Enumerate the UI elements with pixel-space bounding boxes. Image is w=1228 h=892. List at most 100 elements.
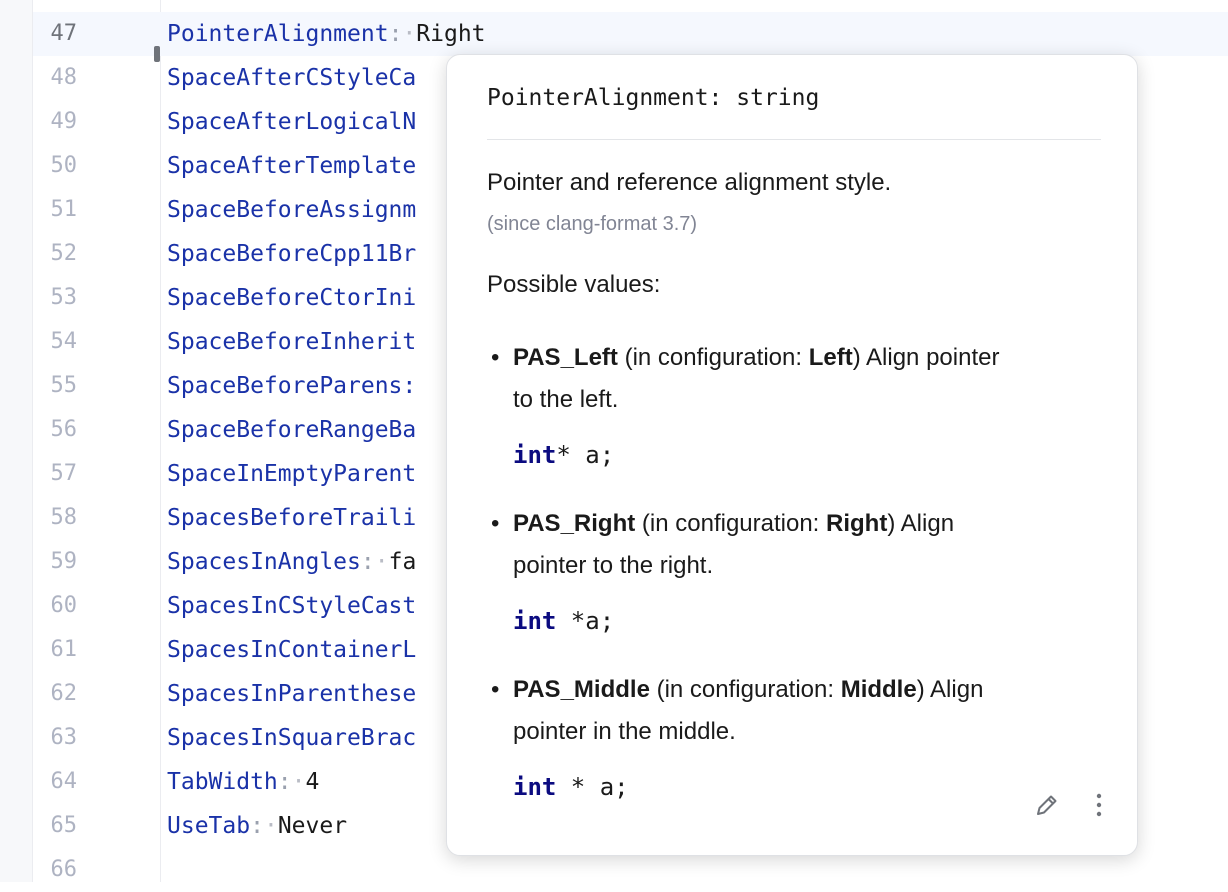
code-line[interactable]: 66: [0, 848, 1228, 892]
value-item-pas-middle: • PAS_Middle (in configuration: Middle) …: [487, 669, 1097, 753]
code-line[interactable]: 65 UseTab:·Never: [0, 804, 1228, 848]
config-value: Right: [826, 510, 888, 537]
line-number: 64: [50, 769, 78, 794]
popup-since: (since clang-format 3.7): [487, 213, 698, 235]
line-number: 50: [50, 153, 78, 178]
bullet-icon: •: [491, 344, 500, 371]
pencil-icon[interactable]: [1031, 789, 1063, 821]
value-item-pas-right: • PAS_Right (in configuration: Right) Al…: [487, 503, 1097, 587]
code-line[interactable]: 59 SpacesInAngles:·fa: [0, 540, 1228, 584]
yaml-key: SpaceBeforeParens:: [167, 373, 417, 399]
yaml-key: SpacesInSquareBrac: [167, 725, 417, 751]
yaml-key: SpaceBeforeAssignm: [167, 197, 417, 223]
code-line[interactable]: 61 SpacesInContainerL: [0, 628, 1228, 672]
code-text: SpaceBeforeCtorIni: [167, 276, 416, 320]
code-line[interactable]: 62 SpacesInParenthese: [0, 672, 1228, 716]
code-line[interactable]: 50 SpaceAfterTemplate: [0, 144, 1228, 188]
yaml-key: SpaceBeforeInherit: [167, 329, 417, 355]
line-number: 65: [50, 813, 78, 838]
yaml-key: SpacesInCStyleCast: [167, 593, 417, 619]
bullet-icon: •: [491, 676, 500, 703]
left-strip: [0, 0, 32, 882]
value-item-pas-left: • PAS_Left (in configuration: Left) Alig…: [487, 337, 1097, 421]
yaml-key: SpacesInParenthese: [167, 681, 417, 707]
popup-divider: [487, 139, 1101, 140]
bullet-icon: •: [491, 510, 500, 537]
popup-description: Pointer and reference alignment style.: [487, 169, 892, 196]
code-line[interactable]: 54 SpaceBeforeInherit: [0, 320, 1228, 364]
code-line[interactable]: 60 SpacesInCStyleCast: [0, 584, 1228, 628]
code-text: SpaceBeforeRangeBa: [167, 408, 416, 452]
whitespace-marker: ·: [402, 21, 417, 47]
code-text: SpaceBeforeParens:: [167, 364, 416, 408]
value-name: PAS_Middle: [513, 676, 650, 703]
code-text: SpacesInParenthese: [167, 672, 416, 716]
code-keyword: int: [513, 441, 557, 469]
line-number: 58: [50, 505, 78, 530]
code-rest: * a;: [556, 773, 629, 801]
line-number: 56: [50, 417, 78, 442]
line-number: 61: [50, 637, 78, 662]
line-number: 59: [50, 549, 78, 574]
code-text: TabWidth:·4: [167, 760, 319, 804]
code-line[interactable]: 57 SpaceInEmptyParent: [0, 452, 1228, 496]
line-number: 66: [50, 857, 78, 882]
line-number: 60: [50, 593, 78, 618]
code-text: SpacesInContainerL: [167, 628, 416, 672]
yaml-key: SpacesInContainerL: [167, 637, 417, 663]
yaml-key: SpaceAfterCStyleCa: [167, 65, 417, 91]
code-text: SpacesInAngles:·fa: [167, 540, 416, 584]
line-number: 55: [50, 373, 78, 398]
gutter-marker: [154, 46, 160, 62]
code-line[interactable]: 63 SpacesInSquareBrac: [0, 716, 1228, 760]
value-description: Align pointer: [860, 344, 1000, 371]
line-number: 54: [50, 329, 78, 354]
line-number: 63: [50, 725, 78, 750]
code-text: UseTab:·Never: [167, 804, 347, 848]
value-description-cont: pointer to the right.: [513, 552, 714, 579]
code-text: PointerAlignment:·Right: [167, 12, 486, 56]
value-description: Align: [924, 676, 984, 703]
line-number: 62: [50, 681, 78, 706]
gutter-separator: [32, 0, 33, 882]
config-prefix: (in configuration:: [656, 676, 841, 703]
value-description: Align: [895, 510, 955, 537]
code-rest: *a;: [556, 607, 615, 635]
code-line[interactable]: 64 TabWidth:·4: [0, 760, 1228, 804]
line-number: 57: [50, 461, 78, 486]
yaml-value: fa: [388, 549, 417, 575]
code-text: SpaceBeforeInherit: [167, 320, 416, 364]
popup-signature: PointerAlignment: string: [487, 85, 820, 111]
code-example-middle: int * a;: [513, 773, 629, 801]
code-text: SpaceAfterCStyleCa: [167, 56, 416, 100]
line-number: 48: [50, 65, 78, 90]
config-value: Left: [808, 344, 853, 371]
value-name: PAS_Right: [513, 510, 636, 537]
yaml-key: SpaceInEmptyParent: [167, 461, 417, 487]
code-line[interactable]: 56 SpaceBeforeRangeBa: [0, 408, 1228, 452]
yaml-key: SpaceBeforeRangeBa: [167, 417, 417, 443]
code-line[interactable]: 55 SpaceBeforeParens:: [0, 364, 1228, 408]
yaml-value: Right: [416, 21, 486, 47]
config-prefix: (in configuration:: [624, 344, 809, 371]
code-line[interactable]: 58 SpacesBeforeTraili: [0, 496, 1228, 540]
code-text: SpacesBeforeTraili: [167, 496, 416, 540]
code-line[interactable]: 48 SpaceAfterCStyleCa: [0, 56, 1228, 100]
yaml-key: SpaceBeforeCtorIni: [167, 285, 417, 311]
config-prefix: (in configuration:: [641, 510, 827, 537]
yaml-colon: :: [388, 21, 403, 47]
yaml-colon: :: [277, 769, 292, 795]
value-description-cont: pointer in the middle.: [513, 718, 736, 745]
more-vertical-icon[interactable]: [1083, 789, 1115, 821]
documentation-popup: PointerAlignment: string Pointer and ref…: [446, 54, 1138, 856]
code-text: SpaceInEmptyParent: [167, 452, 416, 496]
yaml-key: SpaceAfterTemplate: [167, 153, 417, 179]
yaml-value: 4: [305, 769, 320, 795]
value-name: PAS_Left: [513, 344, 618, 371]
whitespace-marker: ·: [291, 769, 306, 795]
